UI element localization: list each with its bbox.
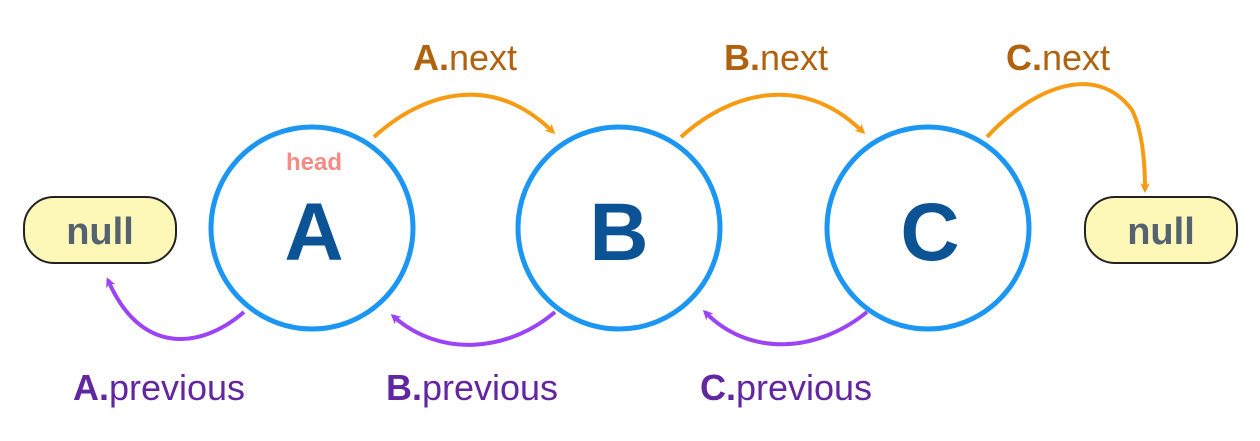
previous-arrow-a	[106, 277, 246, 341]
previous-label-b: B.previous	[386, 367, 558, 408]
previous-label-c: C.previous	[700, 367, 872, 408]
next-label-a-prop: next	[449, 37, 517, 78]
node-b: B	[515, 124, 723, 332]
null-right-label: null	[1127, 211, 1195, 253]
previous-label-b-prop: previous	[422, 367, 558, 408]
node-b-letter: B	[589, 187, 648, 278]
previous-arrow-c	[702, 309, 869, 347]
previous-label-b-owner: B	[386, 367, 412, 408]
node-a: head A	[208, 124, 416, 332]
previous-label-a-owner: A	[73, 367, 99, 408]
null-left-label: null	[66, 211, 134, 253]
next-label-c-prop: next	[1042, 37, 1110, 78]
node-c-letter: C	[900, 187, 959, 278]
next-arrow-c	[985, 82, 1150, 193]
null-left: null	[23, 196, 177, 264]
previous-label-a-prop: previous	[109, 367, 245, 408]
next-label-c: C.next	[1006, 37, 1110, 78]
previous-arrow-b	[390, 310, 557, 347]
node-a-letter: A	[284, 187, 343, 278]
next-label-b: B.next	[724, 37, 828, 78]
next-label-a-owner: A	[413, 37, 439, 78]
head-label: head	[286, 149, 342, 176]
previous-label-c-prop: previous	[736, 367, 872, 408]
next-label-b-owner: B	[724, 37, 750, 78]
next-arrow-a	[372, 92, 556, 139]
previous-label-c-owner: C	[700, 367, 726, 408]
null-right: null	[1084, 196, 1238, 264]
next-arrow-b	[679, 92, 866, 139]
previous-label-a: A.previous	[73, 367, 245, 408]
next-label-b-prop: next	[760, 37, 828, 78]
next-label-a: A.next	[413, 37, 517, 78]
next-label-c-owner: C	[1006, 37, 1032, 78]
node-c: C	[824, 124, 1032, 332]
